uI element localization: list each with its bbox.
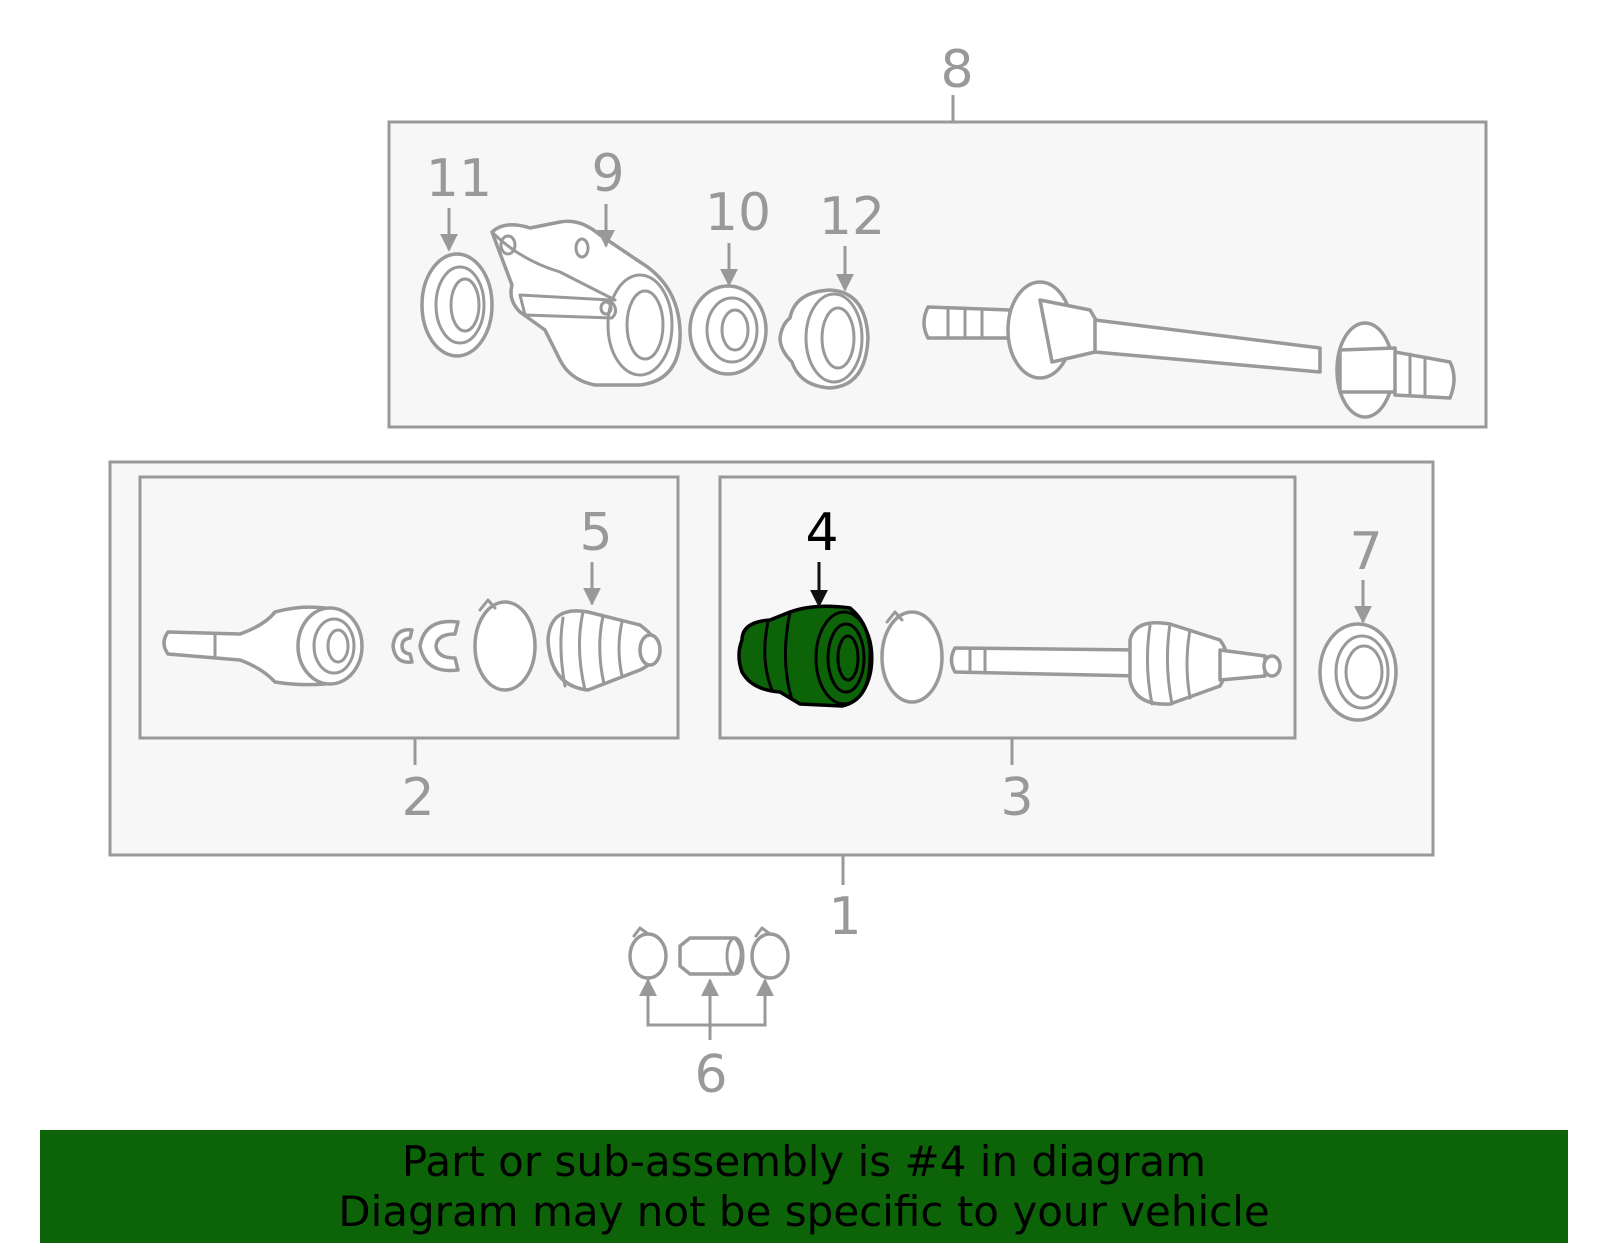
part-9-bracket[interactable] (490, 219, 682, 387)
callout-2: 2 (401, 768, 434, 828)
part-7-tone-ring[interactable] (1318, 622, 1398, 722)
part-8-axle-shaft[interactable] (922, 280, 1456, 419)
callout-7: 7 (1349, 522, 1382, 582)
part-3-clamp[interactable] (880, 610, 944, 704)
part-3-shaft[interactable] (949, 621, 1282, 706)
callout-12: 12 (819, 187, 885, 247)
part-2-outer-joint[interactable] (162, 605, 364, 687)
callout-3: 3 (1000, 768, 1033, 828)
callout-8: 8 (940, 40, 973, 100)
info-banner: Part or sub-assembly is #4 in diagram Di… (40, 1130, 1568, 1243)
part-12-seal-ring[interactable] (778, 288, 870, 390)
part-11-seal[interactable] (420, 252, 494, 358)
part-4-boot-highlighted[interactable] (737, 604, 874, 708)
part-5-boot[interactable] (546, 609, 662, 692)
assembly-box-2 (138, 475, 680, 740)
callout-9: 9 (591, 144, 624, 204)
callout-5: 5 (579, 503, 612, 563)
part-10-bearing[interactable] (688, 284, 768, 376)
callout-11: 11 (426, 149, 492, 209)
callout-6: 6 (694, 1045, 727, 1105)
callout-1: 1 (828, 887, 861, 947)
banner-line-1: Part or sub-assembly is #4 in diagram (401, 1136, 1207, 1186)
callout-10: 10 (705, 183, 771, 243)
part-2-clip[interactable] (391, 619, 460, 673)
part-6-clamps[interactable] (628, 926, 790, 980)
callout-4: 4 (805, 503, 838, 563)
banner-line-2: Diagram may not be specific to your vehi… (338, 1186, 1270, 1236)
part-2-clamp[interactable] (473, 598, 537, 692)
